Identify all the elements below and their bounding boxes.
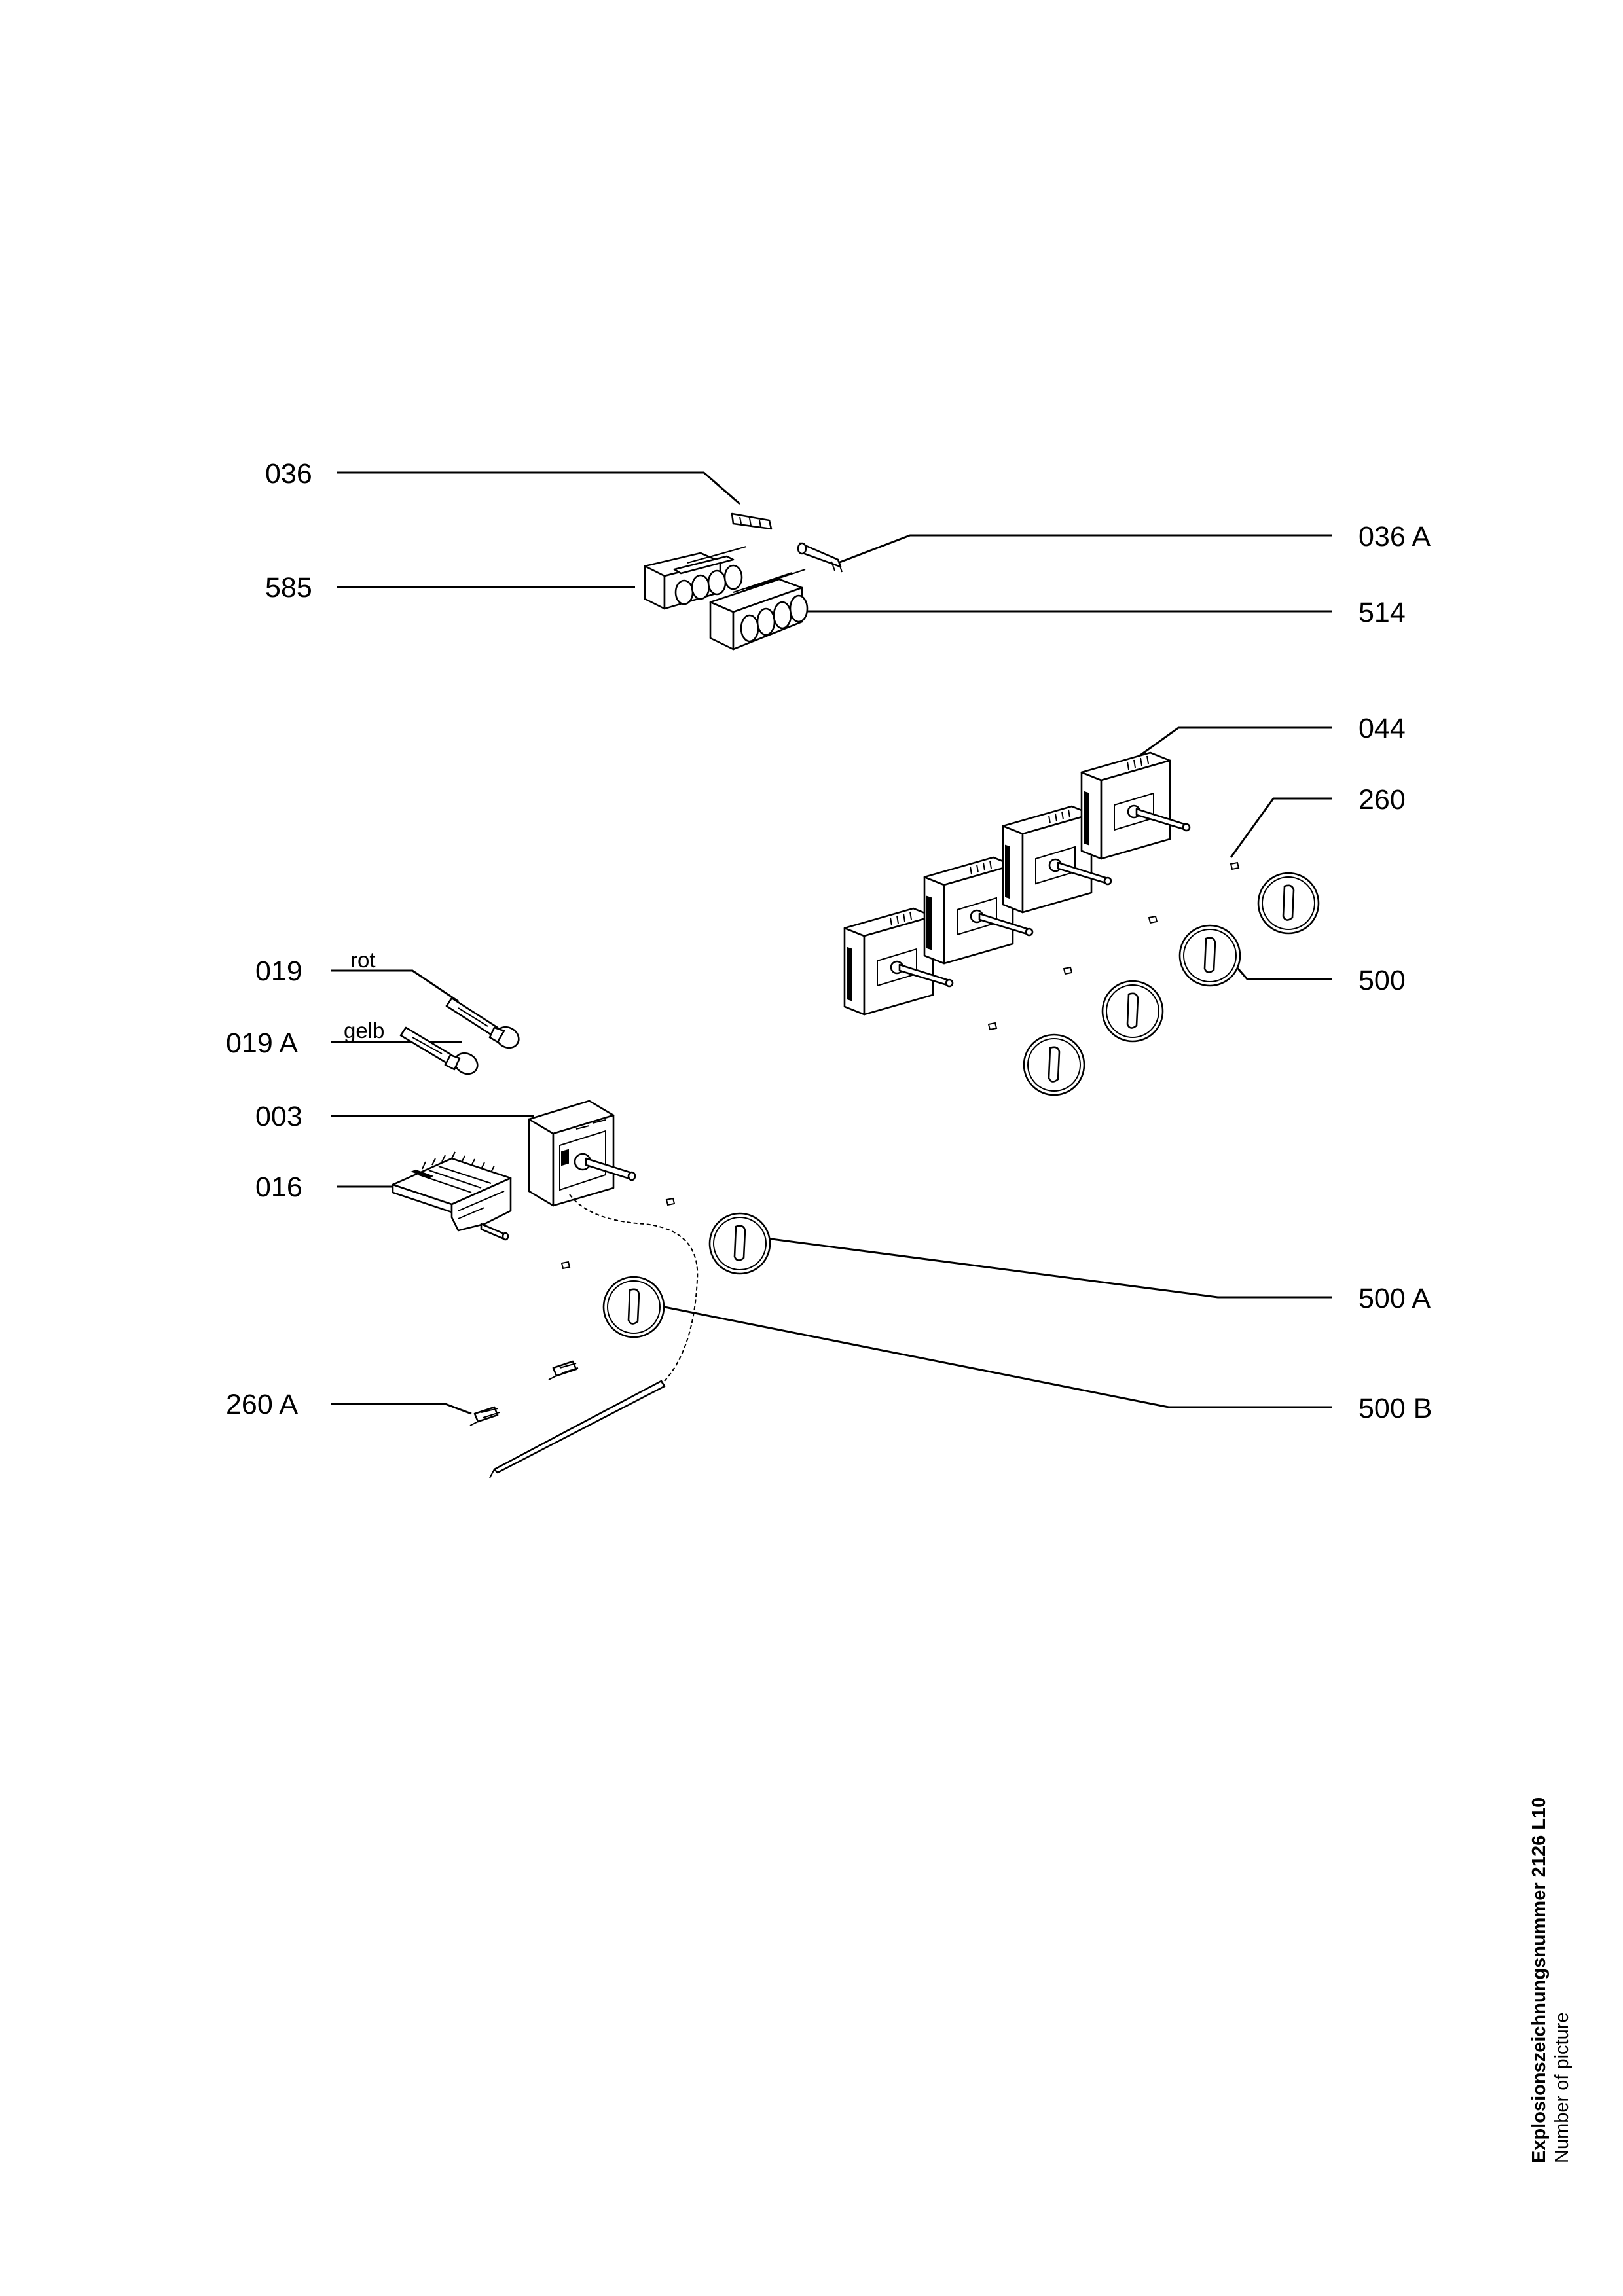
leader-lines: [331, 471, 1332, 1415]
label-016: 016: [255, 1172, 302, 1203]
capillary-tube: [569, 1194, 699, 1382]
terminal-036: [731, 512, 773, 530]
label-500: 500: [1359, 965, 1406, 996]
drawing-number-title: Explosionszeichnungsnummer 2126 L10: [1529, 1797, 1550, 2163]
knob-500-4: [1023, 1033, 1085, 1096]
label-500b: 500 B: [1359, 1393, 1432, 1424]
knob-500-2: [1178, 924, 1241, 987]
knob-500b: [602, 1276, 665, 1338]
leader-044: [1139, 726, 1332, 757]
label-003: 003: [255, 1101, 302, 1132]
leader-019: [331, 969, 459, 1003]
leader-036: [337, 471, 740, 505]
leader-036a: [837, 534, 1332, 564]
connector-585: [644, 546, 747, 610]
knob-500-3: [1101, 980, 1164, 1043]
label-260a: 260 A: [226, 1389, 298, 1420]
label-260: 260: [1359, 784, 1406, 816]
leader-500a: [746, 1234, 1332, 1299]
label-514: 514: [1359, 597, 1406, 628]
leader-500b: [657, 1304, 1332, 1408]
switch-003: [528, 1100, 636, 1207]
switch-044-4: [1080, 751, 1191, 860]
lamp-019-rot: [445, 997, 520, 1049]
connector-514: [709, 569, 809, 651]
label-036: 036: [265, 458, 312, 490]
label-019: 019: [255, 956, 302, 987]
leader-260: [1230, 797, 1332, 858]
sublabel-rot: rot: [350, 948, 376, 972]
label-585: 585: [265, 572, 312, 603]
terminal-036a: [797, 542, 843, 573]
part-labels: 036 036 A 585 514 044 260 500 019 rot 01…: [226, 458, 1432, 1424]
label-500a: 500 A: [1359, 1283, 1431, 1314]
label-044: 044: [1359, 713, 1406, 744]
sublabel-gelb: gelb: [344, 1018, 384, 1043]
sensor-260a: [469, 1360, 666, 1479]
label-019a: 019 A: [226, 1028, 298, 1059]
knob-500-1: [1257, 872, 1320, 935]
drawing-number-subtitle: Number of picture: [1552, 2013, 1573, 2164]
knob-500a: [708, 1212, 771, 1275]
lamp-019a-gelb: [399, 1026, 479, 1075]
leader-260a: [331, 1403, 472, 1415]
drawing-number-block: Explosionszeichnungsnummer 2126 L10 Numb…: [1529, 1797, 1573, 2163]
switch-016: [392, 1151, 512, 1241]
label-036a: 036 A: [1359, 521, 1431, 552]
